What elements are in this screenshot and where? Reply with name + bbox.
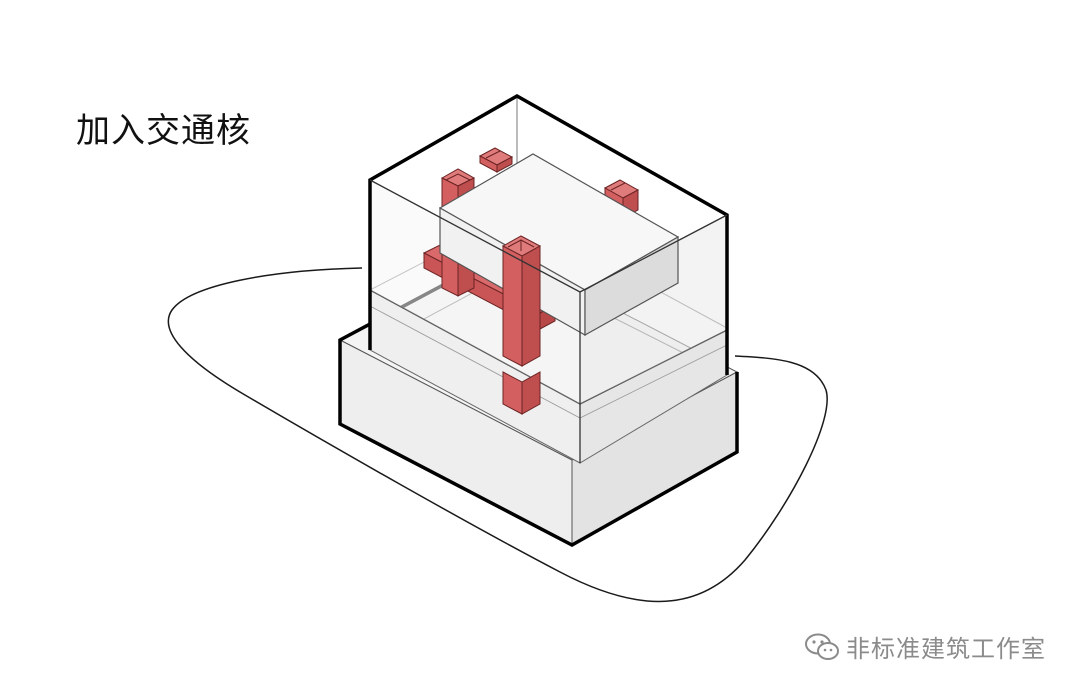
core-b-right: [496, 156, 513, 173]
main-core-left: [502, 245, 523, 367]
glass-volume-outline: [368, 93, 729, 375]
inner-box-right: [584, 235, 679, 337]
main-core-right: [521, 245, 541, 367]
glass-top-front-edges: [369, 179, 728, 293]
core-c-stair-line: [610, 182, 626, 191]
diagram-title: 加入交通核: [76, 111, 251, 151]
site-boundary-outline: [167, 267, 828, 603]
podium-outline: [338, 250, 739, 547]
core-a-stair-lines: [445, 173, 471, 181]
core-b-stair-line: [485, 150, 501, 159]
watermark: 非标准建筑工作室: [804, 629, 1046, 664]
main-core-front: [501, 235, 542, 415]
main-core-lower-right: [521, 371, 541, 415]
wechat-icon: [805, 633, 839, 660]
watermark-text: 非标准建筑工作室: [846, 635, 1046, 663]
